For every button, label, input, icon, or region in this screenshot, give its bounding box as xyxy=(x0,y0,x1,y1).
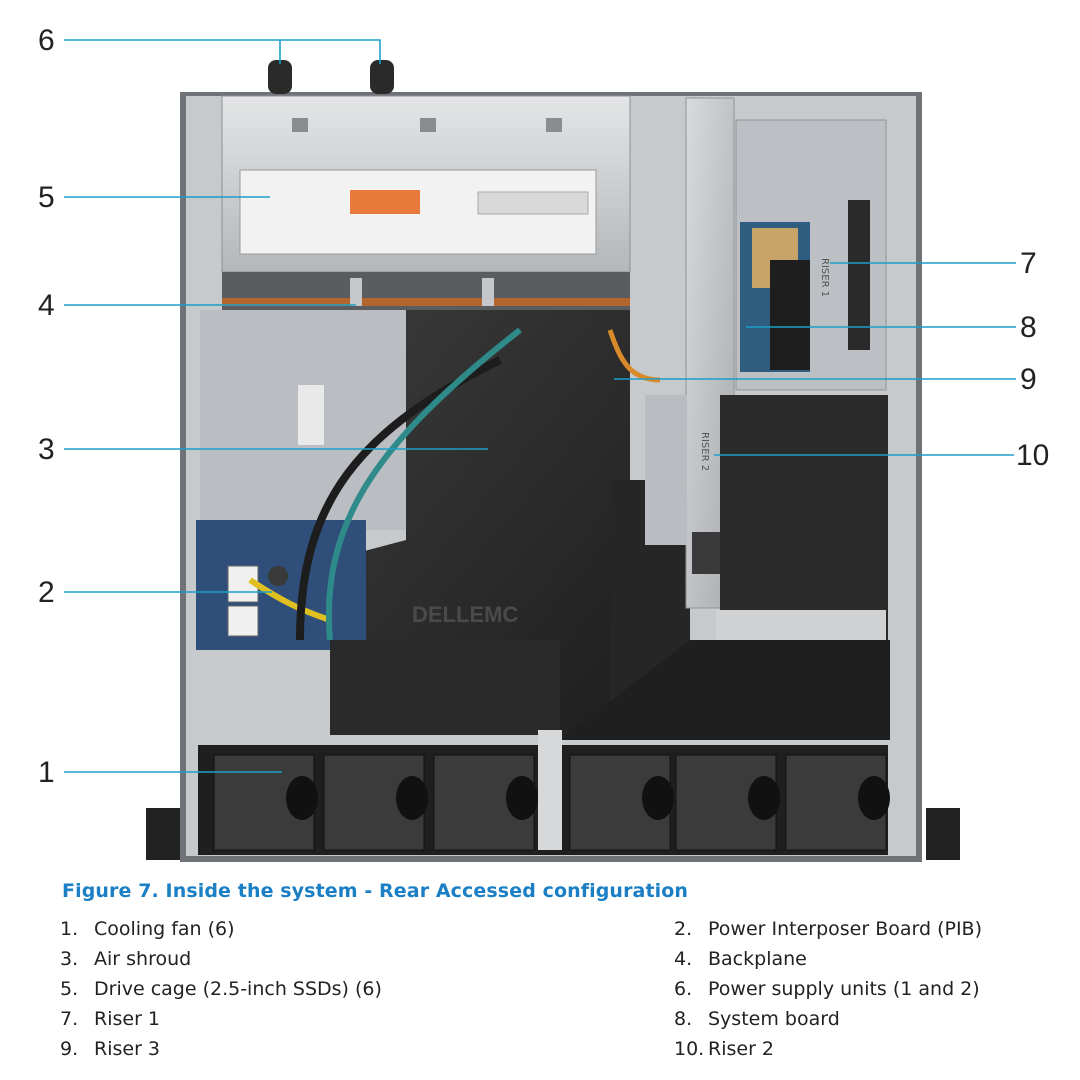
legend-item: 5.Drive cage (2.5-inch SSDs) (6) xyxy=(60,978,382,1000)
legend-item: 6.Power supply units (1 and 2) xyxy=(674,978,980,1000)
dellemc-logo: DELLEMC xyxy=(412,602,518,627)
backplane xyxy=(222,272,630,310)
power-supply-handles xyxy=(268,60,394,94)
legend-item: 9.Riser 3 xyxy=(60,1038,161,1060)
leader-lines xyxy=(64,39,1016,773)
callout-1: 1 xyxy=(38,756,55,789)
system-interior-illustration: DELLEMC RISER 1 RISER 2 xyxy=(64,39,1016,862)
figure-caption: Figure 7. Inside the system - Rear Acces… xyxy=(62,880,689,902)
legend-item: 10.Riser 2 xyxy=(674,1038,775,1060)
legend-item: 7.Riser 1 xyxy=(60,1008,161,1030)
callout-7: 7 xyxy=(1020,247,1037,280)
callout-10: 10 xyxy=(1016,439,1050,472)
callout-6: 6 xyxy=(38,24,55,57)
svg-text:RISER 2: RISER 2 xyxy=(699,432,710,471)
legend-item: 8.System board xyxy=(674,1008,840,1030)
callout-9: 9 xyxy=(1020,363,1037,396)
callout-2: 2 xyxy=(38,576,55,609)
callout-4: 4 xyxy=(38,289,55,322)
legend-item: 3.Air shroud xyxy=(60,948,192,970)
svg-text:RISER 1: RISER 1 xyxy=(819,258,830,297)
legend-item: 1.Cooling fan (6) xyxy=(60,918,235,940)
riser-2 xyxy=(645,97,735,609)
callout-5: 5 xyxy=(38,181,55,214)
leader-6 xyxy=(64,39,381,64)
callout-8: 8 xyxy=(1020,311,1037,344)
callout-3: 3 xyxy=(38,433,55,466)
legend-item: 4.Backplane xyxy=(674,948,807,970)
drive-cage xyxy=(221,95,631,273)
legend-item: 2.Power Interposer Board (PIB) xyxy=(674,918,983,940)
system-board xyxy=(740,222,810,372)
cooling-fans xyxy=(146,730,960,860)
